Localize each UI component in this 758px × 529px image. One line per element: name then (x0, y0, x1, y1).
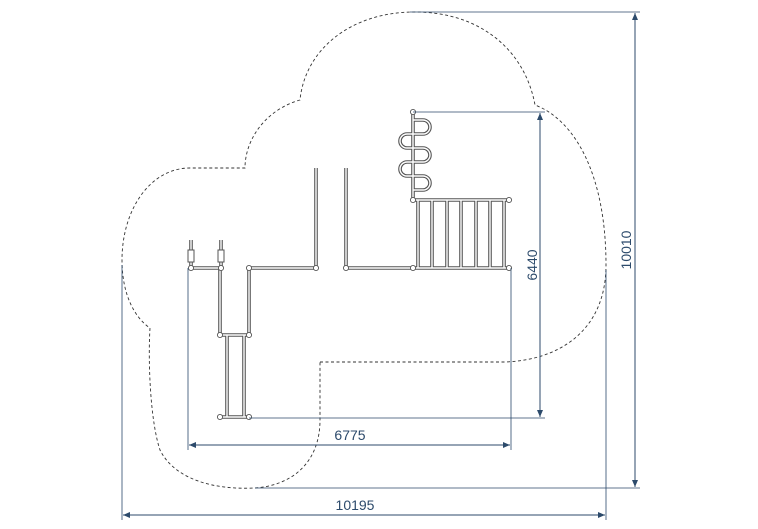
equipment-width-label: 6775 (334, 427, 365, 443)
extension-lines (121, 11, 640, 520)
overall-depth-label: 10010 (618, 230, 634, 269)
post-cap (217, 249, 225, 263)
joints (187, 108, 513, 421)
equipment-depth-label: 6440 (524, 249, 540, 280)
playground-equipment (187, 108, 513, 421)
overall-width-label: 10195 (336, 497, 375, 513)
post-cap (187, 249, 195, 263)
safety-zone-outline (121, 11, 607, 489)
